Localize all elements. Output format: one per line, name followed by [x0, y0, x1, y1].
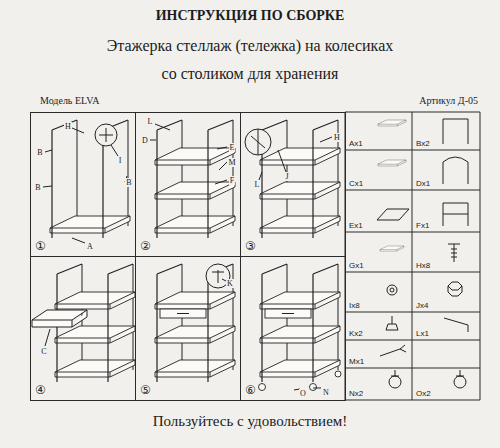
step-panel: ⑥ [240, 256, 346, 401]
callout-letter: J [284, 172, 289, 181]
part-label: Ax1 [349, 139, 363, 148]
part-label: Mx1 [349, 357, 364, 366]
part-label: Ex1 [349, 221, 363, 230]
step-number: ① [35, 239, 46, 253]
subtitle: Этажерка стеллаж (тележка) на колесиках … [103, 32, 398, 88]
part-label: Hx8 [416, 261, 430, 270]
callout-letter: D [141, 136, 149, 145]
callout-letter: L [147, 117, 154, 126]
part-label: Bx2 [416, 139, 430, 148]
callout-letter: E [229, 143, 236, 152]
part-label: Nx2 [349, 389, 363, 398]
step-number: ④ [35, 383, 46, 397]
part-label: Lx1 [416, 329, 429, 338]
part-label: Fx1 [416, 221, 429, 230]
callout-letter: A [86, 242, 94, 251]
step-panel: ④ [30, 256, 136, 401]
callout-letter: O [299, 389, 307, 398]
part-label: Cx1 [349, 179, 363, 188]
step-panel: ① [30, 112, 136, 257]
step-number: ⑥ [245, 383, 256, 397]
callout-letter: C [40, 347, 47, 356]
step-number: ③ [245, 239, 256, 253]
callout-letter: I [118, 156, 123, 165]
callout-letter: M [227, 158, 236, 167]
callout-letter: F [229, 176, 235, 185]
callout-letter: H [64, 122, 72, 131]
caption: Пользуйтесь с удовольствием! [153, 413, 348, 430]
title: ИНСТРУКЦИЯ ПО СБОРКЕ [156, 8, 345, 24]
callout-letter: B [125, 178, 132, 187]
callout-letter: N [322, 388, 330, 397]
part-label: Kx2 [349, 329, 363, 338]
step-number: ⑤ [140, 383, 151, 397]
step-panel: ② [135, 112, 241, 257]
part-label: Ox2 [416, 389, 431, 398]
step-panel: ③ [240, 112, 346, 257]
part-label: Ix8 [349, 301, 360, 310]
callout-letter: L [254, 180, 261, 189]
callout-letter: K [226, 279, 234, 288]
part-label: Gx1 [349, 261, 364, 270]
step-number: ② [140, 239, 151, 253]
meta-text: Модель ELVA [40, 95, 99, 106]
callout-letter: B [36, 148, 43, 157]
callout-letter: H [333, 133, 341, 142]
step-panel: ⑤ [135, 256, 241, 401]
part-label: Jx4 [416, 301, 428, 310]
meta-text: Артикул Д-05 [419, 95, 478, 106]
part-label: Dx1 [416, 179, 430, 188]
callout-letter: B [34, 183, 41, 192]
